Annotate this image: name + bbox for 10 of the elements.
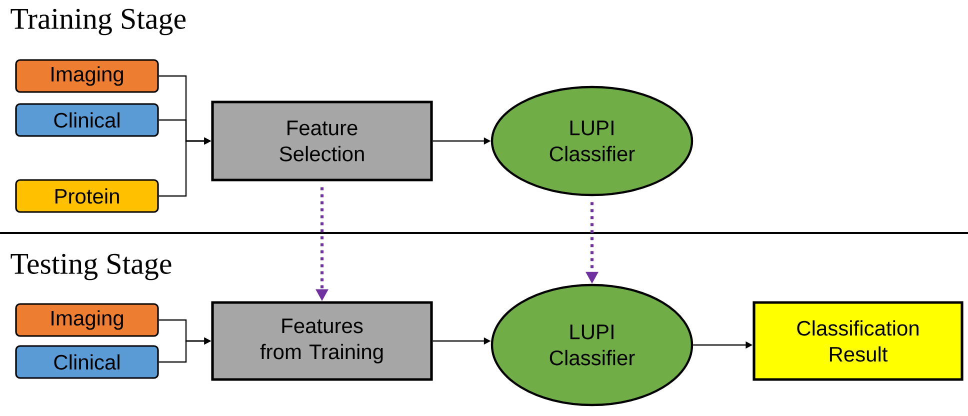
- input-box: Protein: [15, 179, 159, 213]
- input-box: Imaging: [15, 303, 159, 337]
- result-box: Classification Result: [752, 301, 964, 381]
- process-box: Features from Training: [211, 301, 433, 381]
- input-box: Imaging: [15, 59, 159, 93]
- input-box: Clinical: [15, 345, 159, 379]
- input-box: Clinical: [15, 103, 159, 137]
- process-box: Feature Selection: [211, 100, 433, 182]
- stage-heading: Training Stage: [10, 8, 186, 36]
- stage-heading: Testing Stage: [10, 254, 172, 280]
